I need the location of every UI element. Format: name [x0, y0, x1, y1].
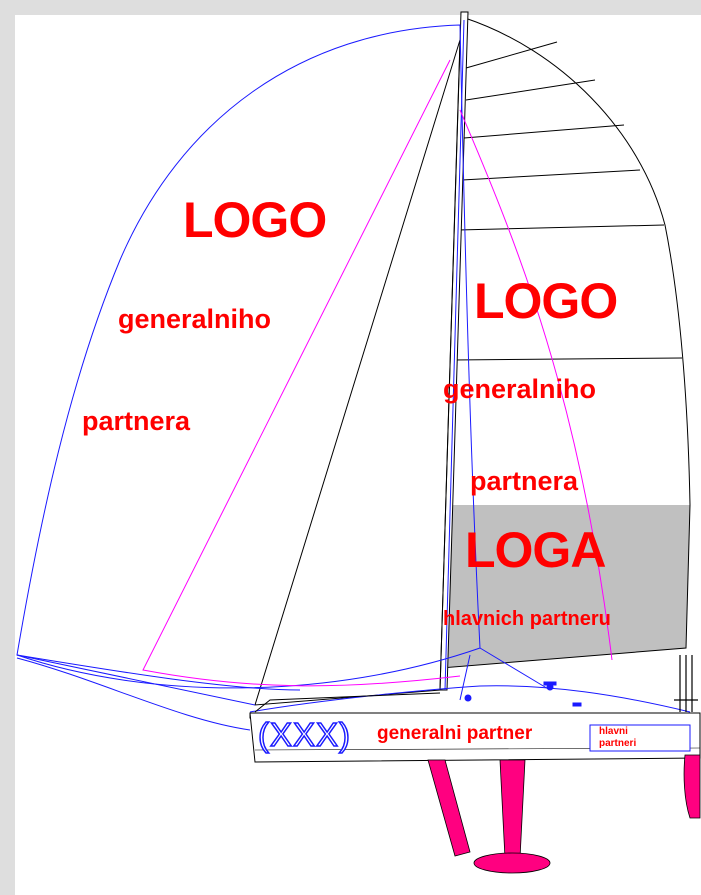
hull-partner-text: generalni partner [377, 723, 533, 744]
mainsail-line2: partnera [470, 466, 579, 496]
stern-rail [674, 655, 698, 712]
drawing-area [15, 15, 701, 895]
hull-number-value: XXX [269, 715, 340, 754]
rudder [427, 759, 471, 857]
hull-small-line1: hlavni [599, 726, 628, 737]
mainsail-logo-text: LOGO [474, 273, 618, 329]
spinnaker-logo-text: LOGO [183, 192, 327, 248]
magenta-lines [142, 59, 613, 687]
spinnaker-lines [16, 647, 551, 731]
cabin-line [249, 685, 691, 713]
keel-bulb [473, 852, 551, 874]
partner-box [589, 724, 691, 752]
hull-small-line2: partneri [599, 738, 637, 749]
band-line: hlavnich partneru [443, 608, 611, 630]
spinnaker-line1: generalniho [118, 304, 272, 334]
mainsail [440, 17, 691, 669]
mainsail-battens [451, 41, 683, 361]
mainsail-line1: generalniho [443, 374, 597, 404]
hull-number: (XXX) [257, 715, 352, 754]
mainsail-band [441, 505, 690, 668]
jib [254, 39, 461, 706]
mast-line [444, 19, 465, 691]
band-logo-text: LOGA [465, 522, 606, 578]
spinnaker-line2: partnera [82, 406, 191, 436]
stern-fin [683, 754, 701, 819]
spinnaker [16, 24, 481, 689]
cabin-roof [254, 692, 441, 713]
